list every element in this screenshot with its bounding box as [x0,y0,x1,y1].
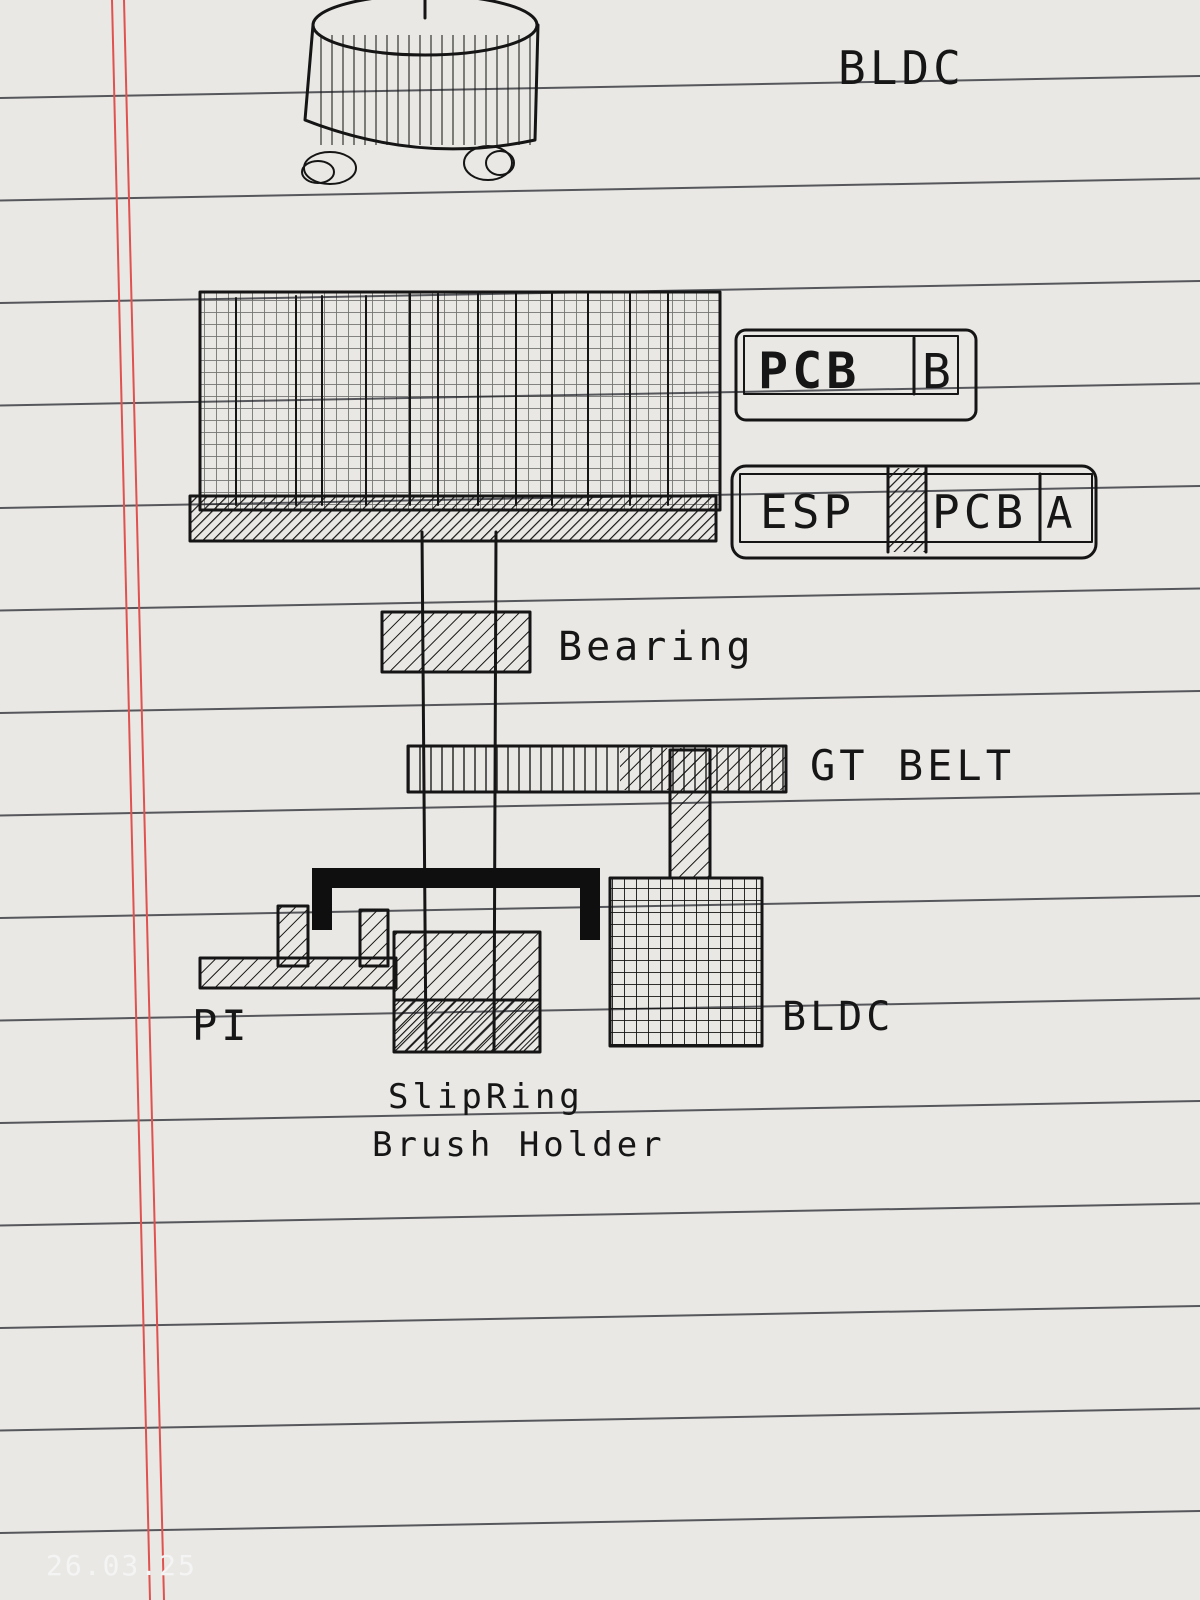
slip-ring-label-line1: SlipRing [388,1077,584,1117]
bldc-motor-block [610,878,762,1046]
margin-lines [111,0,165,1600]
rule-line [0,1202,1200,1227]
motor-shaft [670,750,710,878]
gt-belt [406,744,788,794]
pcb-a-right-label: A [1046,488,1077,539]
pcb-a-left-label: PCB [932,485,1027,539]
pcb-b-right-label: B [922,344,955,400]
rule-line [0,1407,1200,1432]
rule-line [0,1305,1200,1329]
bearing-block [382,612,530,672]
slip-ring-block [392,930,542,1054]
bldc-cylinder-sketch [301,0,540,185]
rule-line [0,792,1200,817]
bearing-label: Bearing [558,624,755,670]
rule-line [0,690,1200,714]
date-stamp: 26.03.25 [46,1549,197,1582]
gt-belt-label: GT BELT [810,741,1015,790]
rule-line [0,1100,1200,1124]
pcb-b-left-label: PCB [758,342,860,400]
rule-line [0,75,1200,99]
rule-line [0,177,1200,202]
rule-line [0,587,1200,612]
bldc-bottom-label: BLDC [782,994,894,1040]
pi-label: PI [192,1001,251,1050]
bldc-top-label: BLDC [838,41,965,95]
esp-label: ESP [760,485,855,539]
pcb-b-box [734,328,978,422]
mounting-bracket [312,868,600,940]
esp-pcb-a-box [730,464,1098,560]
slip-ring-label-line2: Brush Holder [372,1125,666,1165]
platform-grid-box [198,290,722,512]
rule-line [0,997,1200,1022]
base-plate [190,496,716,541]
pi-sensor-assembly [198,904,398,990]
rule-line [0,1510,1200,1534]
